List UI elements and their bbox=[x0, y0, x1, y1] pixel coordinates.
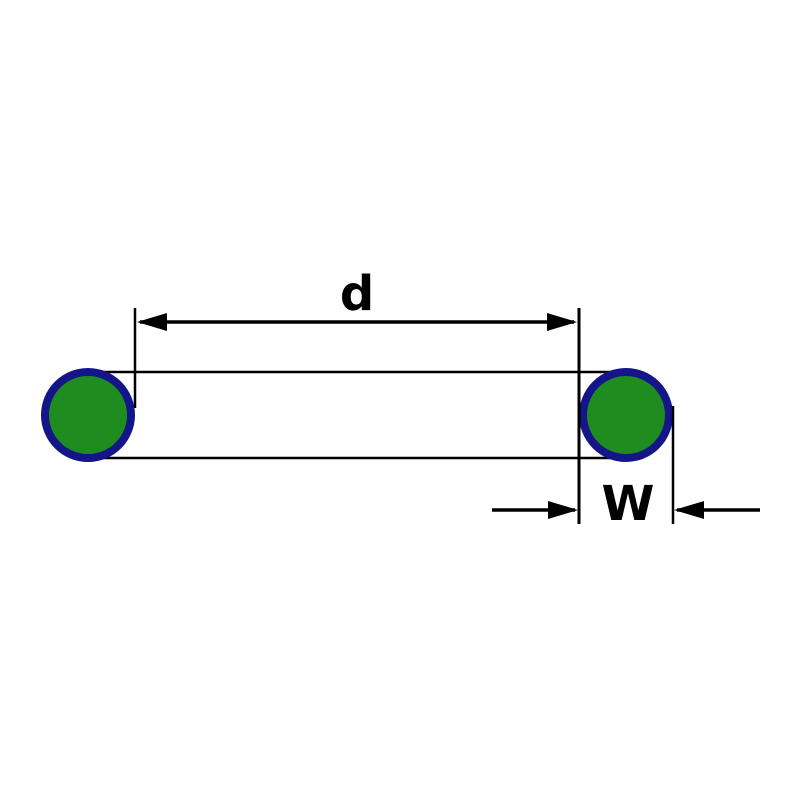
dimension-arrows bbox=[137, 313, 760, 519]
inner-diameter-label: d bbox=[340, 266, 374, 322]
cross-section-width-label: W bbox=[602, 476, 655, 532]
oring-cross-section-left bbox=[41, 368, 135, 462]
dimension-extension-lines bbox=[133, 308, 675, 524]
oring-cross-section-right bbox=[579, 368, 673, 462]
oring-body-edges bbox=[88, 370, 626, 460]
